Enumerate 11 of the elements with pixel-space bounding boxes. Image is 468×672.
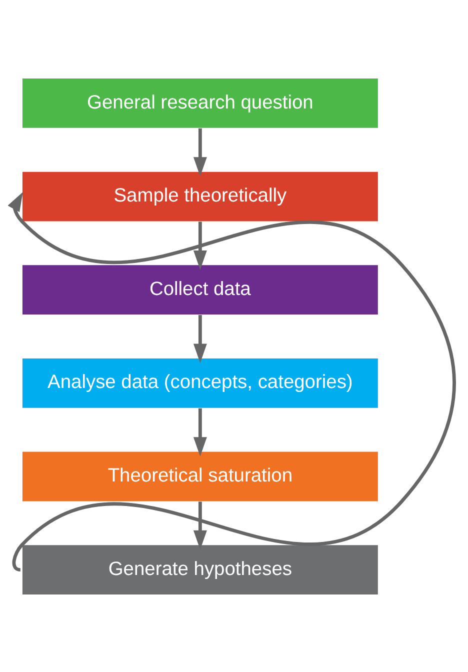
node-box: Generate hypotheses xyxy=(22,544,378,594)
arrow xyxy=(193,128,207,176)
arrow xyxy=(193,501,207,550)
node-box: Collect data xyxy=(22,264,378,314)
arrow xyxy=(193,314,207,363)
arrow xyxy=(193,221,207,270)
arrow xyxy=(193,408,207,456)
node-box: Sample theoretically xyxy=(22,171,378,221)
node-box: Analyse data (concepts, categories) xyxy=(22,358,378,408)
node-box: General research question xyxy=(22,78,378,128)
node-box: Theoretical saturation xyxy=(22,451,378,501)
